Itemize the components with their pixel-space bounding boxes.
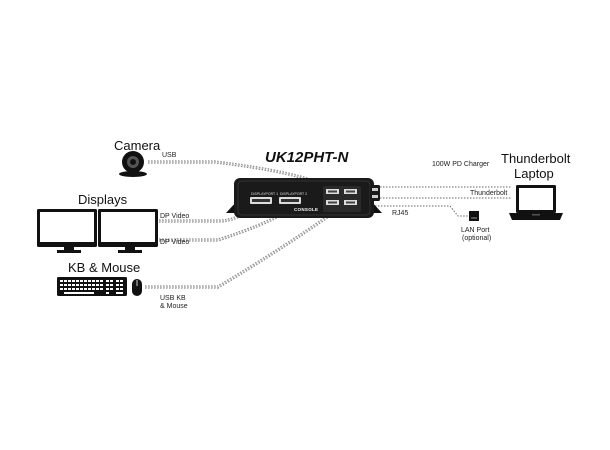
laptop-icon (509, 185, 563, 220)
displays: Displays DP Video DP Video (37, 192, 189, 253)
lan-port: LAN Port (optional) (461, 211, 491, 242)
port-label-1: DISPLAYPORT 1 (251, 192, 278, 196)
mouse-icon (132, 279, 142, 296)
displayport-1: DISPLAYPORT 1 (250, 192, 278, 204)
lan-port-label-1: LAN Port (461, 227, 489, 234)
thunderbolt-label: Thunderbolt (470, 190, 507, 197)
laptop-label-line1: Thunderbolt (501, 151, 571, 166)
port-label-2: DISPLAYPORT 2 (280, 192, 307, 196)
webcam-icon (119, 151, 147, 177)
usb-kb-label-line2: & Mouse (160, 303, 188, 310)
kb-mouse-label: KB & Mouse (68, 260, 140, 275)
camera: Camera USB (114, 138, 177, 177)
lan-port-label-2: (optional) (462, 235, 491, 242)
usb-ports (323, 186, 361, 212)
kvm-device: UK12PHT-N DISPLAYPORT 1 DISPLAYPORT 2 CO… (226, 149, 408, 218)
displays-label: Displays (78, 192, 128, 207)
camera-label: Camera (114, 138, 161, 153)
kb-mouse: KB & Mouse (57, 260, 188, 310)
laptop: Thunderbolt Laptop (501, 151, 571, 220)
keyboard-icon (57, 277, 127, 296)
pd-charger-label: 100W PD Charger (432, 161, 490, 168)
usb-kb-label-line1: USB KB (160, 295, 186, 302)
dp-video-label-2: DP Video (160, 239, 189, 246)
displayport-2: DISPLAYPORT 2 (279, 192, 307, 204)
rj45-cable (372, 205, 472, 217)
monitor-icon-left (37, 209, 97, 253)
laptop-label-line2: Laptop (514, 166, 554, 181)
dp-video-label-1: DP Video (160, 213, 189, 220)
thunderbolt-port (370, 185, 380, 201)
camera-usb-cable (148, 160, 344, 198)
monitor-icon-right (98, 209, 158, 253)
rj45-label: RJ45 (392, 210, 408, 217)
usb-kb-mouse-cable (145, 205, 343, 289)
console-label: CONSOLE (294, 207, 318, 212)
lan-port-icon (469, 211, 479, 221)
device-title: UK12PHT-N (265, 149, 350, 166)
usb-cable-label: USB (162, 152, 177, 159)
